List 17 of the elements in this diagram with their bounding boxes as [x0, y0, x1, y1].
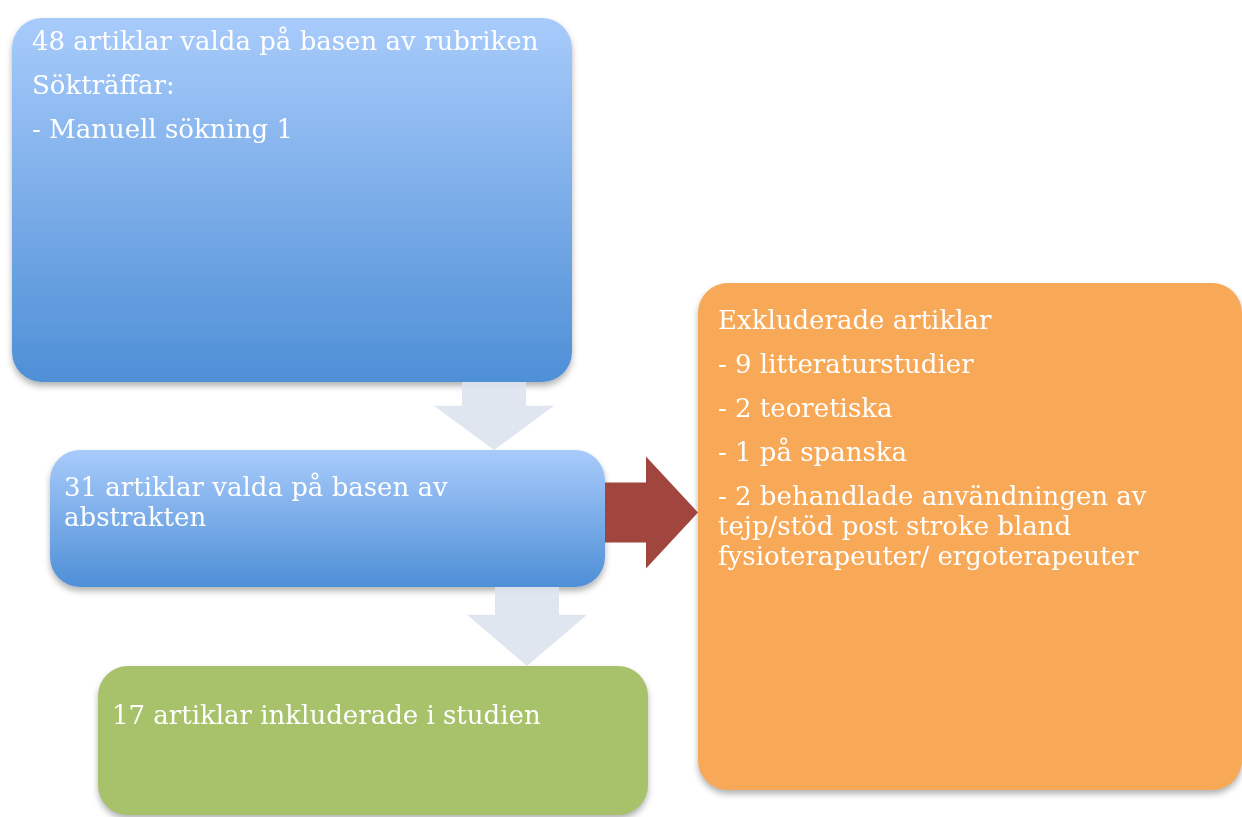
box-text: - Manuell sökning 1 — [32, 114, 294, 144]
process-box — [98, 666, 648, 815]
box-text: 31 artiklar valda på basen av abstrakten — [64, 472, 449, 532]
process-box — [50, 450, 605, 587]
box-text: Sökträffar: — [32, 70, 176, 100]
box-text: - 1 på spanska — [718, 437, 909, 467]
box-text: - 2 teoretiska — [718, 393, 894, 423]
block-arrow — [467, 587, 587, 666]
box-text: 48 artiklar valda på basen av rubriken — [32, 26, 540, 56]
process-box — [12, 18, 572, 382]
box-text: Exkluderade artiklar — [718, 305, 993, 335]
block-arrow — [605, 456, 698, 569]
process-box — [698, 283, 1242, 790]
box-text: - 9 litteraturstudier — [718, 349, 975, 379]
box-text: - 2 behandlade användningen av tejp/stöd post stroke bland fysioterapeuter/ ergoterapeuter — [718, 481, 1148, 571]
block-arrow — [434, 382, 554, 450]
box-text: 17 artiklar inkluderade i studien — [112, 700, 542, 730]
